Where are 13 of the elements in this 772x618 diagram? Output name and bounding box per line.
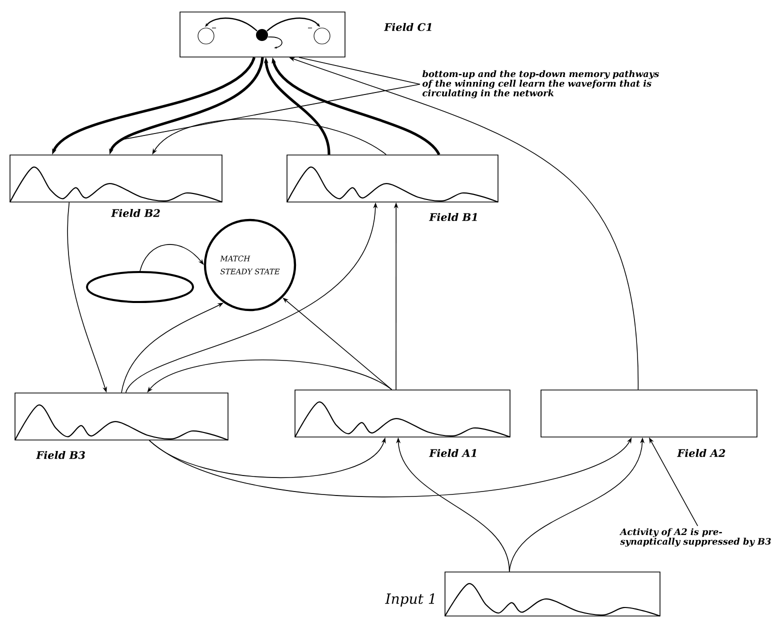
field-label: Field B2	[110, 208, 160, 218]
ellipse	[86, 271, 194, 303]
field-label: Input 1	[385, 593, 434, 607]
field-label: Field A2	[676, 448, 726, 458]
field-label: Field A1	[428, 448, 476, 458]
leader-line	[298, 57, 420, 85]
arrow	[140, 244, 204, 272]
field-label: Field C1	[384, 22, 432, 32]
annotation-text: Activity of A2 is pre-synaptically suppressed by B3	[620, 528, 771, 547]
field-label: Field B3	[36, 450, 85, 460]
arrow	[152, 118, 387, 155]
annotation-text: bottom-up and the top-down memory pathways of the winning cell learn the waveform that is circulating in the network	[422, 70, 660, 98]
field-label: Field B1	[428, 212, 477, 222]
